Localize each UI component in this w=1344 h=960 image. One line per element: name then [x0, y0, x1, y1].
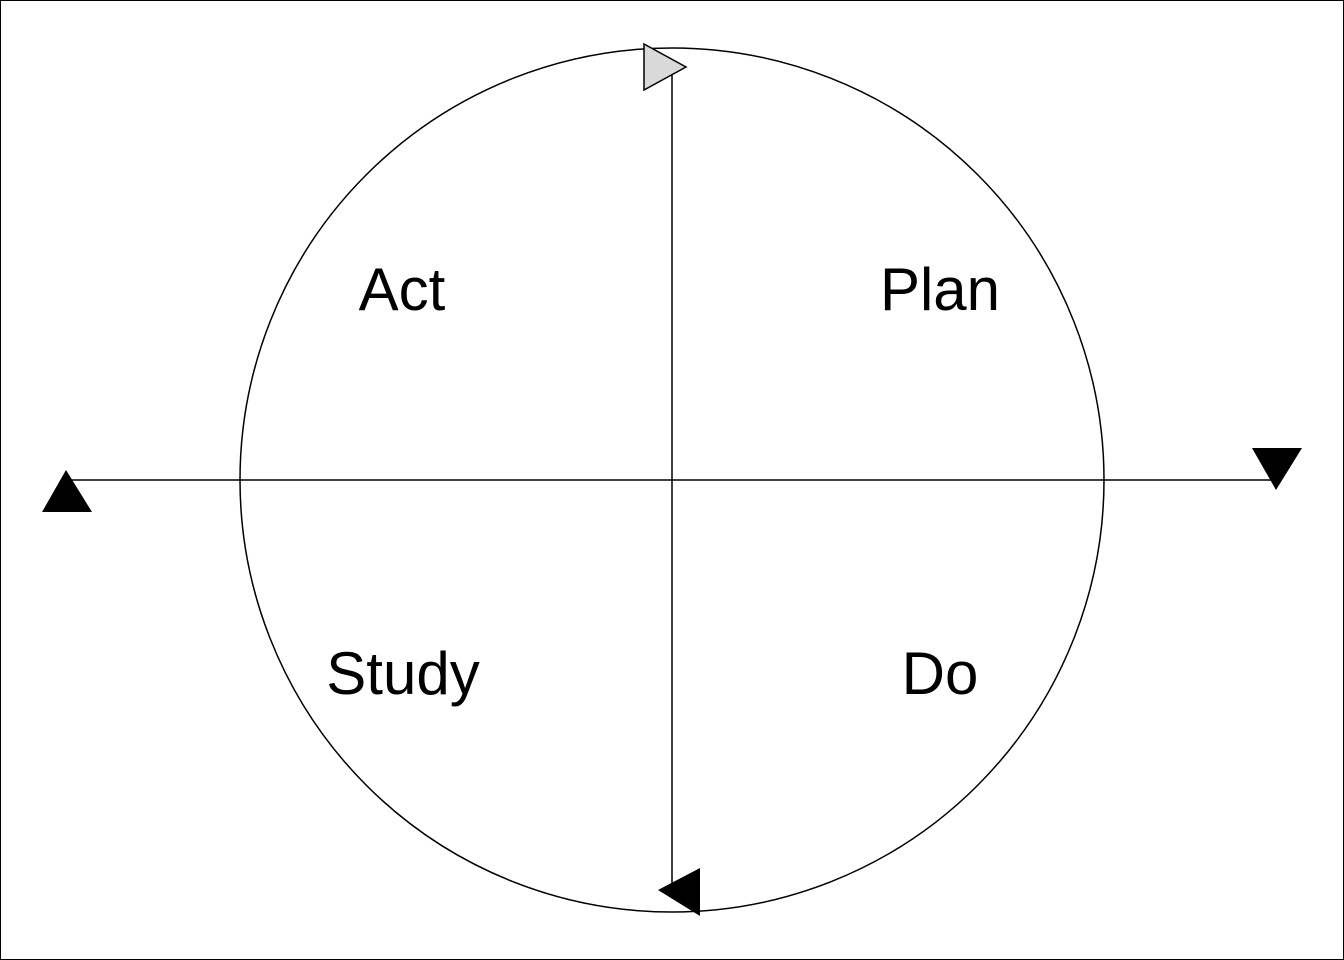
quadrant-label-act: Act: [359, 256, 446, 323]
left-arrow-icon: [42, 470, 92, 512]
quadrant-label-plan: Plan: [880, 256, 1000, 323]
right-arrow-icon: [1252, 448, 1302, 490]
top-arrow-icon: [643, 42, 688, 92]
bottom-arrow-icon: [658, 868, 700, 916]
quadrant-label-study: Study: [326, 640, 479, 707]
quadrant-label-do: Do: [902, 640, 979, 707]
